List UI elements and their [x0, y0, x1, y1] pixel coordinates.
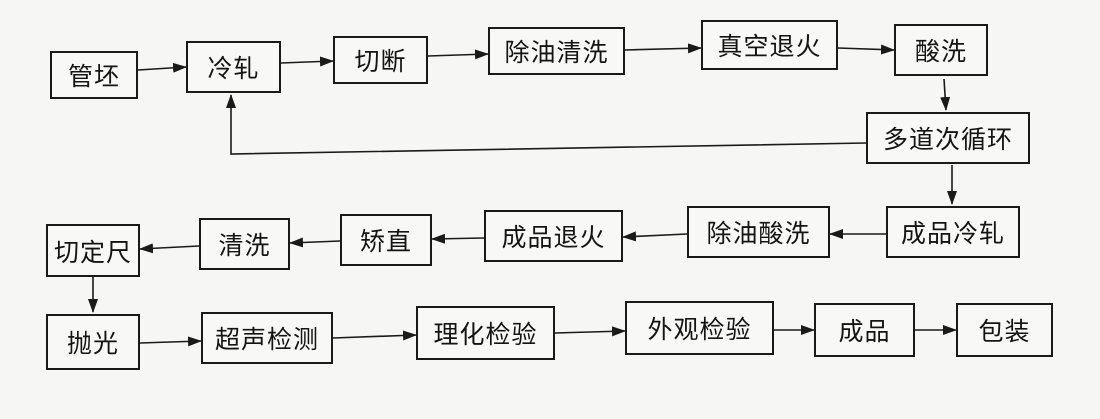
- arrow-zhenkong-suanxi: [837, 44, 895, 55]
- arrow-duodao-lengzha-loop: [226, 94, 867, 155]
- arrow-qieduan-chuyou: [427, 49, 489, 60]
- node-paoguang: 抛光: [46, 314, 140, 370]
- node-duodao-xunhuan: 多道次循环: [866, 112, 1030, 164]
- node-qieduan: 切断: [333, 36, 428, 84]
- node-suanxi: 酸洗: [894, 24, 988, 76]
- arrow-chaosheng-lihua: [332, 330, 417, 341]
- node-chaosheng-jiance: 超声检测: [201, 312, 333, 364]
- arrow-guanpi-lengzha: [137, 62, 187, 73]
- arrow-chuyou-zhenkong: [624, 43, 702, 54]
- arrow-jiaozhi-qingxi: [289, 237, 341, 248]
- arrow-qingxi-qiedingchi: [139, 243, 200, 254]
- arrow-chuyou-suanxi-tuihuo: [622, 231, 688, 242]
- arrow-suanxi-duodao: [940, 78, 951, 111]
- node-qie-dingchi: 切定尺: [46, 224, 140, 277]
- arrow-tuihuo-jiaozhi: [431, 233, 485, 244]
- node-qingxi: 清洗: [199, 218, 290, 270]
- node-lihua-jianyan: 理化检验: [416, 306, 555, 360]
- arrow-lengzha-qieduan: [280, 56, 334, 67]
- node-chengpin-tuihuo: 成品退火: [484, 210, 623, 262]
- arrow-paoguang-chaosheng: [139, 336, 202, 347]
- node-lengzha: 冷轧: [186, 41, 281, 93]
- node-zhenkong-tuihuo: 真空退火: [701, 20, 838, 70]
- node-chuyou-qingxi: 除油清洗: [488, 27, 625, 75]
- node-chuyou-suanxi: 除油酸洗: [687, 206, 830, 258]
- arrow-lihua-waiguan: [554, 326, 626, 337]
- node-chengpin: 成品: [814, 303, 915, 357]
- node-guanpi: 管坯: [50, 51, 138, 99]
- node-chengpin-lengzha: 成品冷轧: [886, 206, 1020, 258]
- node-waiguan-jianyan: 外观检验: [625, 301, 774, 355]
- node-baozhuang: 包装: [956, 303, 1053, 357]
- node-jiaozhi: 矫直: [340, 214, 432, 266]
